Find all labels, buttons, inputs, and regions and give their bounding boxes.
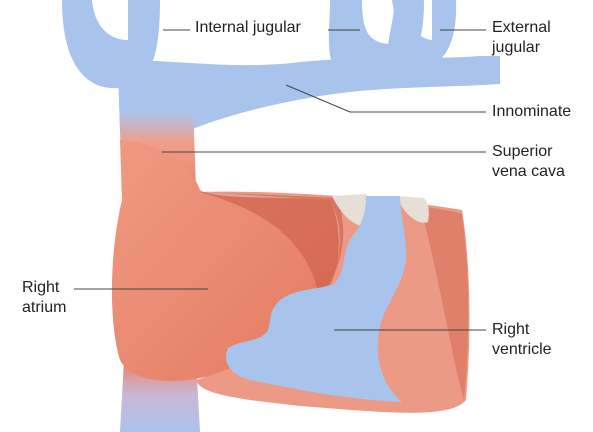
label-internal-jugular-text: Internal jugular [195, 18, 301, 38]
label-right-ventricle-line2: ventricle [492, 340, 552, 360]
label-right-atrium-line1: Right [22, 278, 66, 298]
label-superior-vena-cava-line2: vena cava [492, 162, 565, 182]
label-superior-vena-cava: Superior vena cava [492, 142, 565, 182]
label-external-jugular-line2: jugular [492, 38, 551, 58]
label-right-atrium-line2: atrium [22, 298, 66, 318]
label-right-atrium: Right atrium [22, 278, 66, 318]
label-external-jugular: External jugular [492, 18, 551, 58]
label-internal-jugular: Internal jugular [195, 18, 301, 38]
label-innominate-text: Innominate [492, 102, 571, 122]
label-innominate: Innominate [492, 102, 571, 122]
label-external-jugular-line1: External [492, 18, 551, 38]
label-right-ventricle-line1: Right [492, 320, 552, 340]
label-right-ventricle: Right ventricle [492, 320, 552, 360]
label-superior-vena-cava-line1: Superior [492, 142, 565, 162]
leader-innominate [286, 85, 486, 112]
